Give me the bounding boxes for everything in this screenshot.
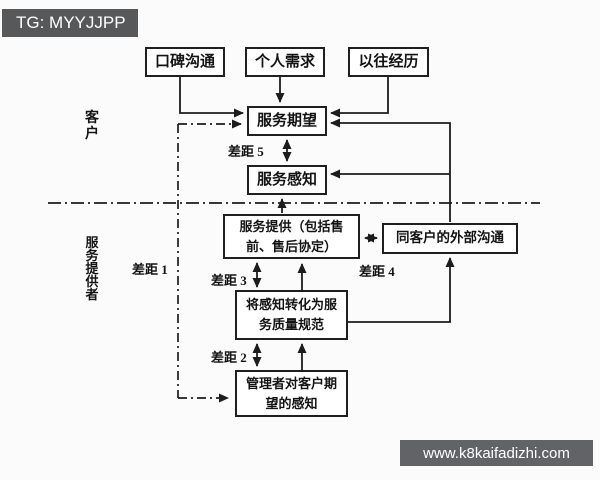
arrow-external-comm-to-expected (330, 118, 451, 222)
gap4-label: 差距 4 (359, 264, 395, 279)
gap1-label: 差距 1 (132, 262, 168, 277)
gap2-label: 差距 2 (211, 350, 247, 365)
box-word-of-mouth: 口碑沟通 (145, 47, 225, 77)
box-perceived-service: 服务感知 (247, 165, 327, 195)
box-management-perception: 管理者对客户期 望的感知 (235, 370, 348, 417)
box-quality-specs: 将感知转化为服 务质量规范 (235, 290, 348, 340)
arrow-specs-to-external-comm (348, 257, 455, 323)
box-expected-service: 服务期望 (247, 106, 327, 136)
provider-zone-label: 服务提供者 (85, 235, 99, 302)
customer-zone-label: 客户 (85, 111, 99, 142)
top-badge: TG: MYYJJPP (2, 9, 138, 37)
box-past-experience: 以往经历 (348, 47, 429, 77)
box-personal-needs: 个人需求 (245, 47, 325, 77)
watermark-banner: www.k8kaifadizhi.com (400, 440, 593, 466)
box-service-delivery: 服务提供（包括售 前、售后协定） (223, 214, 360, 259)
gap5-label: 差距 5 (228, 144, 264, 159)
gap3-label: 差距 3 (211, 273, 247, 288)
box-external-communication: 同客户的外部沟通 (382, 223, 518, 254)
arrow-word-of-mouth-to-expected (179, 77, 244, 118)
arrow-past-experience-to-expected (330, 77, 389, 118)
